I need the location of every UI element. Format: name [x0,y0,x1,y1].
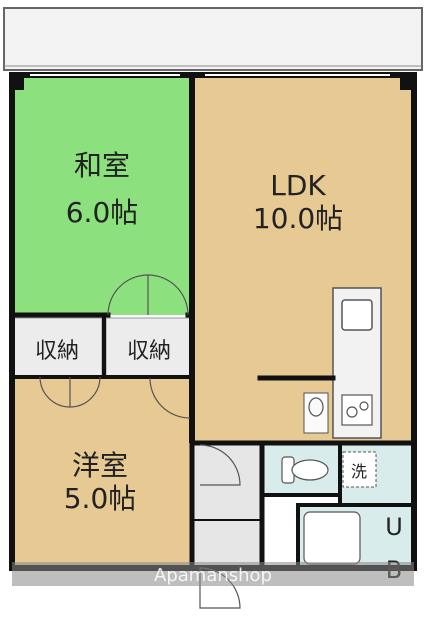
ub-u-label: U [385,513,403,541]
youshitsu-name: 洋室 [72,449,128,482]
youshitsu-size: 5.0帖 [64,482,137,515]
burner-icon [359,401,369,411]
balcony [3,7,423,71]
youshitsu-room [12,378,192,568]
closet-right-label: 収納 [127,339,171,364]
burner-icon [346,406,358,418]
watermark-band [12,562,414,586]
washitsu-room [12,75,192,315]
washitsu-name: 和室 [74,149,130,182]
washitsu-size: 6.0帖 [66,196,139,229]
bathtub [303,511,361,565]
washer-spot [342,451,377,488]
watermark: Apamanshop [154,565,272,586]
wash-label: 洗 [351,462,367,481]
closet-left-label: 収納 [35,339,79,364]
hallway [192,445,262,568]
fridge-space [303,392,329,434]
ldk-size: 10.0帖 [253,202,343,235]
toilet-icon [291,459,329,481]
column [400,72,416,90]
column [10,72,24,90]
ldk-name: LDK [270,169,326,202]
kitchen-sink [341,299,373,331]
